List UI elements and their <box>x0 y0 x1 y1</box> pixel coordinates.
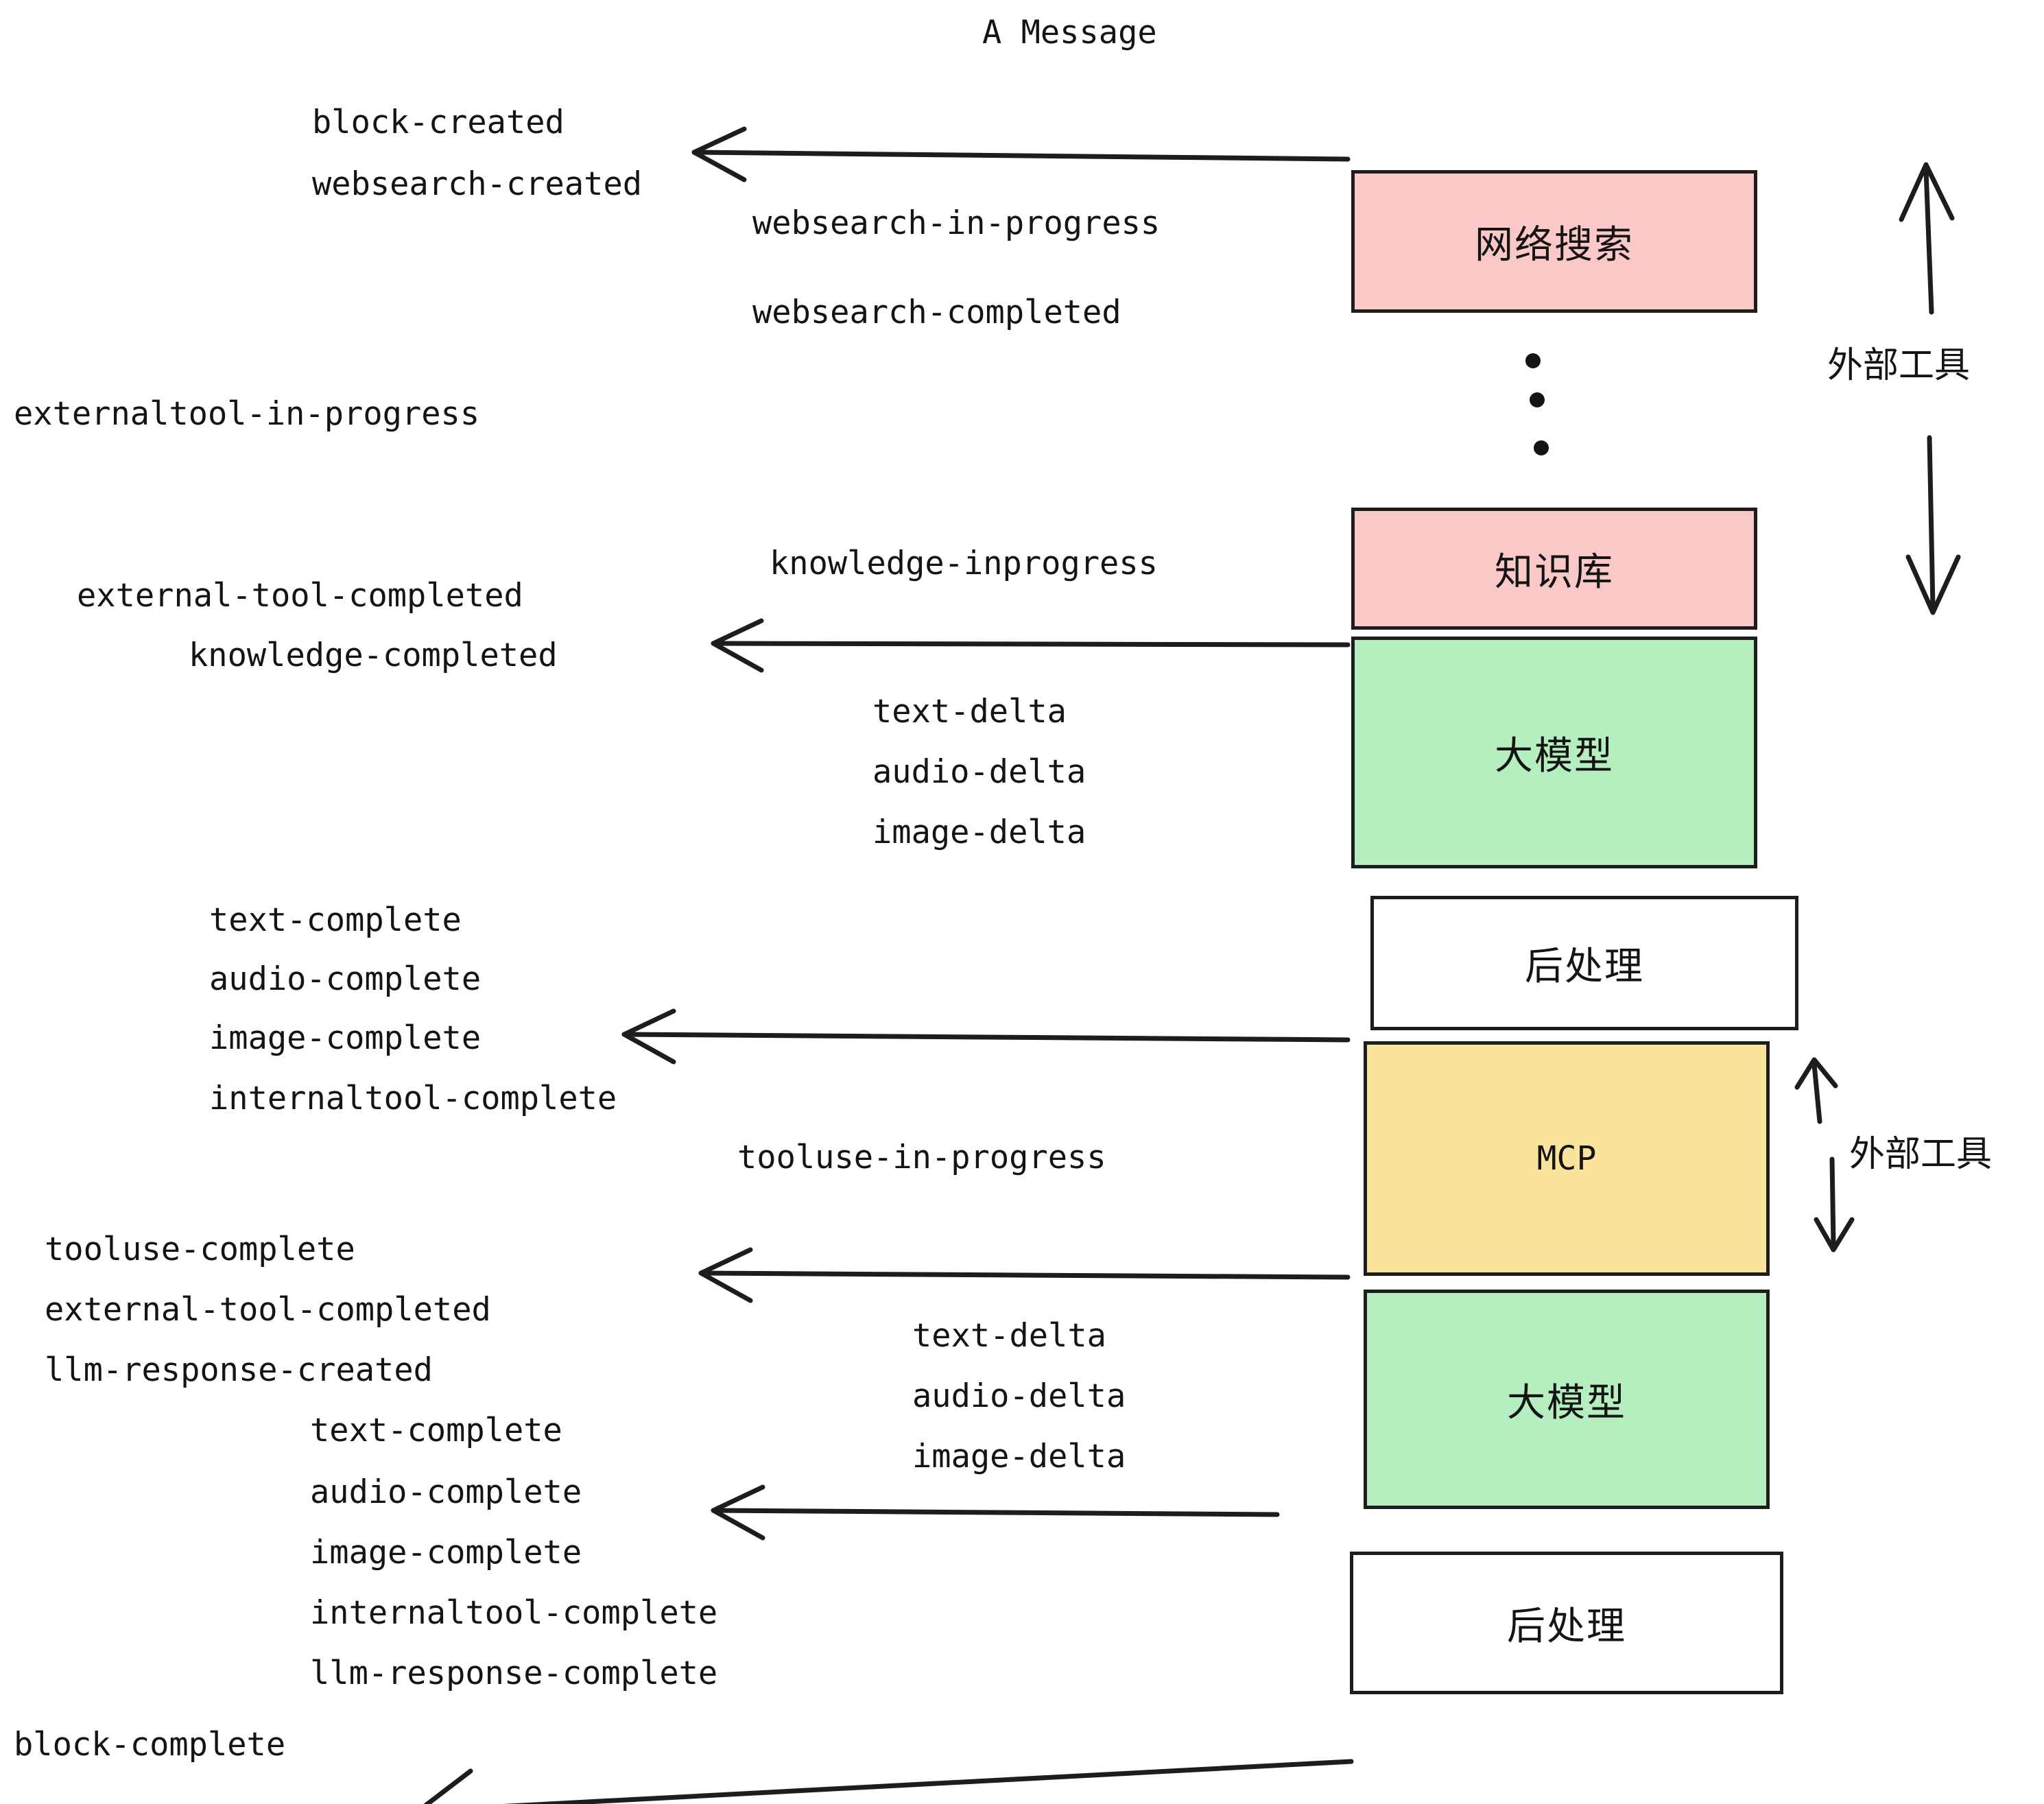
event-external-tool-completed-1: external-tool-completed <box>77 577 523 615</box>
event-knowledge-completed: knowledge-completed <box>189 637 558 674</box>
event-websearch-created: websearch-created <box>312 165 643 203</box>
event-text-complete-1: text-complete <box>209 901 462 939</box>
event-text-delta-1: text-delta <box>872 693 1067 731</box>
ellipsis-dot-1 <box>1525 353 1541 368</box>
event-text-complete-2: text-complete <box>310 1412 562 1449</box>
event-websearch-completed: websearch-completed <box>752 294 1121 331</box>
event-llm-response-created: llm-response-created <box>45 1351 433 1389</box>
event-audio-complete-1: audio-complete <box>209 960 482 998</box>
event-knowledge-inprogress: knowledge-inprogress <box>770 545 1158 582</box>
arrow-knowledge-to-knowledge-completed <box>711 618 1351 673</box>
diagram-title: A Message <box>982 14 1157 51</box>
arrow-external-tool-top-down <box>1905 435 1961 615</box>
box-websearch[interactable]: 网络搜索 <box>1351 170 1757 313</box>
box-llm-1-label: 大模型 <box>1495 733 1614 779</box>
event-internaltool-complete-1: internaltool-complete <box>209 1080 617 1117</box>
arrow-external-tool-bottom-up <box>1794 1057 1838 1124</box>
event-audio-complete-2: audio-complete <box>310 1473 582 1511</box>
side-label-external-tool-top: 外部工具 <box>1827 345 1971 386</box>
box-postprocess-2-label: 后处理 <box>1507 1604 1626 1649</box>
ellipsis-dot-3 <box>1534 440 1549 455</box>
event-audio-delta-2: audio-delta <box>912 1377 1126 1415</box>
event-text-delta-2: text-delta <box>912 1317 1106 1355</box>
box-mcp[interactable]: MCP <box>1364 1041 1770 1276</box>
box-websearch-label: 网络搜索 <box>1475 222 1634 268</box>
event-external-tool-completed-2: external-tool-completed <box>45 1291 491 1329</box>
event-image-complete-2: image-complete <box>310 1534 582 1571</box>
arrow-postprocess2-to-block-complete <box>423 1759 1354 1804</box>
event-tooluse-complete: tooluse-complete <box>45 1231 355 1268</box>
event-internaltool-complete-2: internaltool-complete <box>310 1594 718 1632</box>
side-label-external-tool-bottom: 外部工具 <box>1849 1134 1993 1175</box>
event-websearch-in-progress: websearch-in-progress <box>752 204 1161 242</box>
event-image-complete-1: image-complete <box>209 1019 482 1057</box>
box-llm-2-label: 大模型 <box>1507 1380 1626 1425</box>
arrow-external-tool-bottom-down <box>1814 1156 1855 1253</box>
box-knowledge-label: 知识库 <box>1495 549 1614 595</box>
event-externaltool-in-progress: externaltool-in-progress <box>14 395 480 433</box>
box-postprocess-1[interactable]: 后处理 <box>1370 896 1798 1030</box>
event-block-created: block-created <box>312 104 565 141</box>
event-image-delta-2: image-delta <box>912 1438 1126 1475</box>
arrow-websearch-to-block-created <box>691 126 1351 182</box>
box-postprocess-2[interactable]: 后处理 <box>1350 1552 1783 1694</box>
arrow-external-tool-top-up <box>1899 162 1955 315</box>
arrow-llm1-to-image-complete <box>621 1008 1351 1065</box>
box-llm-1[interactable]: 大模型 <box>1351 637 1757 868</box>
event-block-complete: block-complete <box>14 1726 286 1764</box>
box-llm-2[interactable]: 大模型 <box>1364 1290 1770 1509</box>
event-tooluse-in-progress: tooluse-in-progress <box>737 1139 1106 1176</box>
event-audio-delta-1: audio-delta <box>872 753 1086 791</box>
event-image-delta-1: image-delta <box>872 814 1086 851</box>
ellipsis-dot-2 <box>1530 392 1545 407</box>
arrow-llm2-to-audio-complete <box>711 1484 1280 1541</box>
box-postprocess-1-label: 后处理 <box>1525 944 1644 989</box>
box-mcp-label: MCP <box>1536 1139 1597 1178</box>
box-knowledge[interactable]: 知识库 <box>1351 508 1757 630</box>
event-llm-response-complete: llm-response-complete <box>310 1654 718 1692</box>
arrow-mcp-to-tooluse-complete <box>698 1247 1351 1303</box>
